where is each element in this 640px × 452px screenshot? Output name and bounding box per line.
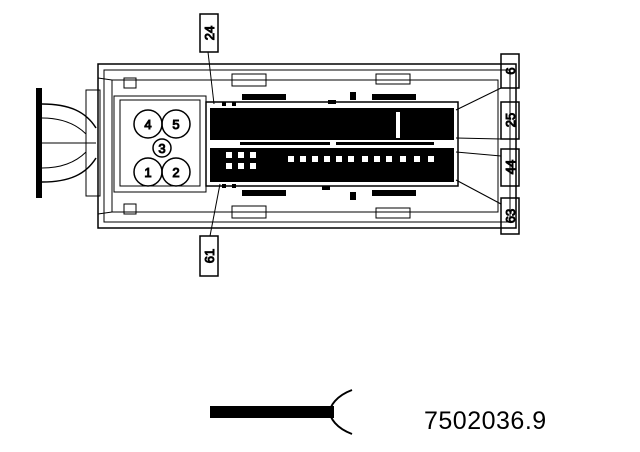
pin-number-labels: 24 6 25 44 63 61 — [199, 13, 520, 277]
pin-label-63: 63 — [500, 197, 520, 235]
cavity-label-3: 3 — [158, 141, 165, 156]
pin-label-61: 61 — [199, 235, 219, 277]
harness-symbol — [210, 389, 353, 435]
mounting-flange — [36, 88, 101, 198]
power-cavity-block: 4 5 3 1 2 — [113, 95, 207, 193]
connector-housing — [97, 63, 517, 229]
cavity-label-5: 5 — [172, 117, 179, 132]
pin-label-63-text: 63 — [503, 209, 518, 223]
pin-label-6-text: 6 — [503, 67, 518, 74]
pin-label-25-text: 25 — [503, 113, 518, 127]
cavity-label-2: 2 — [172, 165, 179, 180]
pin-cavities-lower — [226, 152, 434, 169]
pin-label-25: 25 — [500, 101, 520, 140]
pin-label-6: 6 — [500, 53, 520, 89]
cavity-label-4: 4 — [144, 117, 151, 132]
pin-label-24: 24 — [199, 13, 219, 53]
part-number: 7502036.9 — [424, 407, 547, 435]
pin-label-44: 44 — [500, 148, 520, 187]
cavity-label-1: 1 — [144, 165, 151, 180]
leader-lines — [207, 51, 502, 237]
pin-label-24-text: 24 — [202, 26, 217, 40]
pin-label-61-text: 61 — [202, 249, 217, 263]
pin-label-44-text: 44 — [503, 160, 518, 174]
signal-pin-field — [205, 101, 459, 188]
